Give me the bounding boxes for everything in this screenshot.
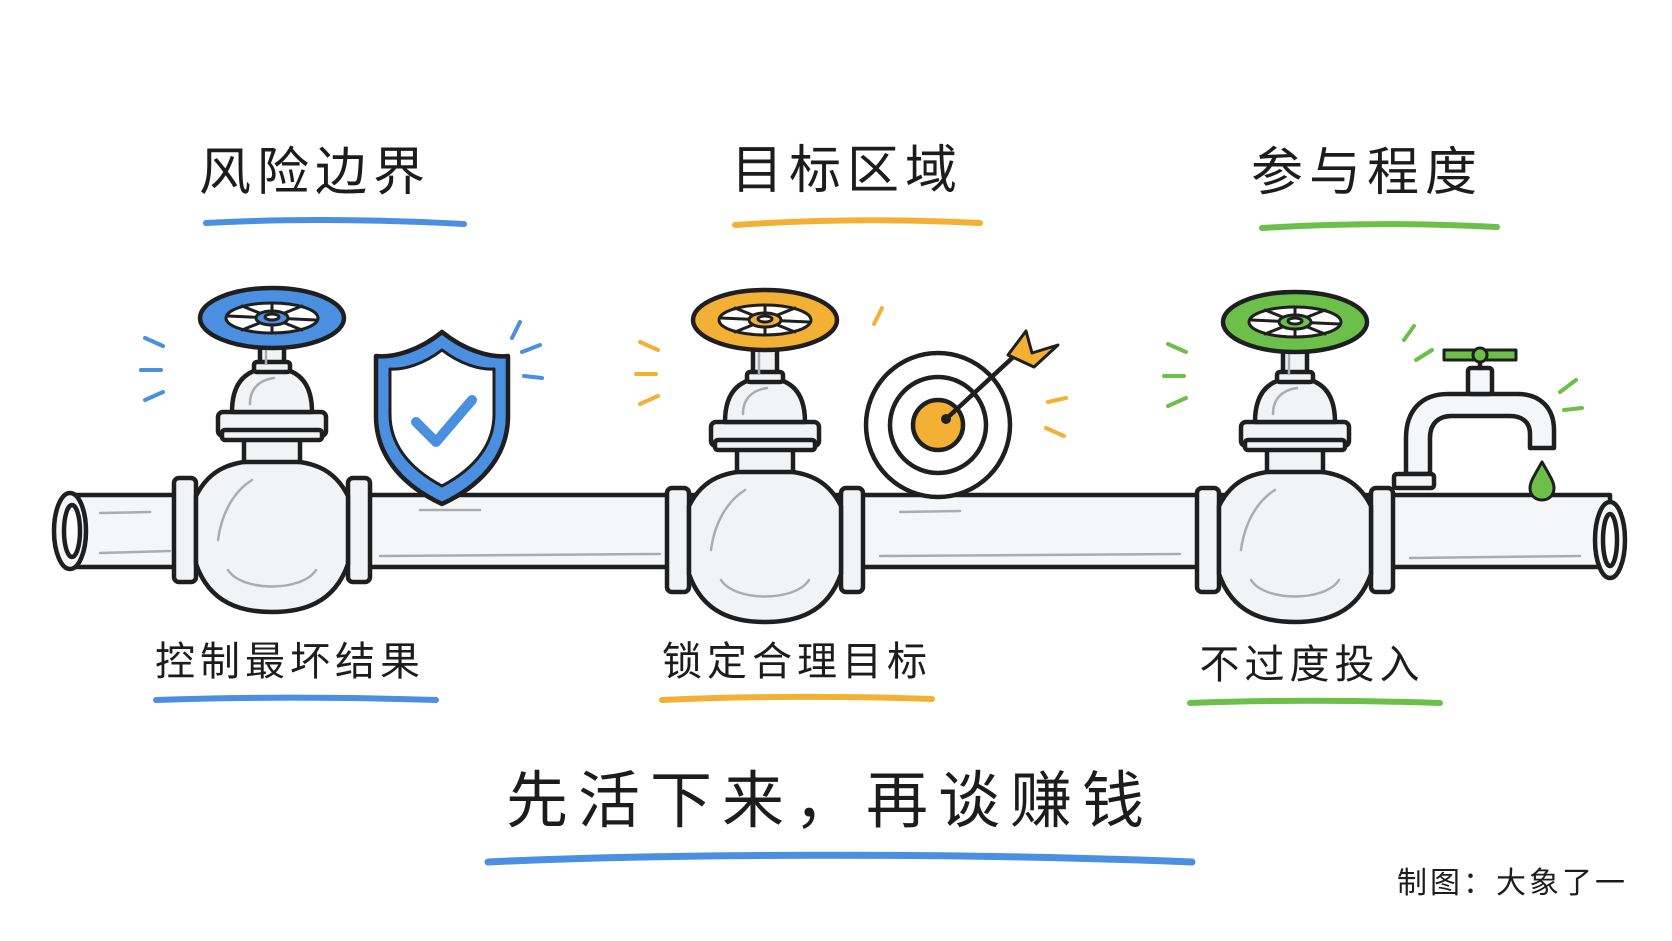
stage-2-valve-icon — [667, 346, 863, 622]
stage-2-title-underline — [732, 217, 983, 228]
stage-3-valve-icon — [1197, 346, 1393, 622]
stage-2-wheel-icon — [693, 290, 837, 350]
stage-1-valve-icon — [174, 336, 370, 612]
stage-2-caption-underline — [659, 693, 935, 703]
stage-1-wheel-icon — [200, 288, 344, 348]
stage-1-caption: 控制最坏结果 — [155, 639, 425, 685]
slogan-underline — [484, 851, 1196, 866]
stage-1-caption-group: 控制最坏结果 — [153, 639, 439, 703]
stage-3-title: 参与程度 — [1251, 143, 1483, 203]
stage-1-title-group: 风险边界 — [199, 143, 467, 227]
stage-3-title-underline — [1259, 221, 1500, 231]
stage-3-title-group: 参与程度 — [1251, 143, 1500, 231]
stage-3-wheel-icon — [1223, 292, 1367, 352]
shield-check-icon — [373, 329, 511, 507]
stage-1-caption-underline — [153, 694, 439, 703]
stage-1-title: 风险边界 — [199, 143, 431, 203]
stage-1-burst-right — [510, 320, 544, 380]
stage-2-title: 目标区域 — [731, 141, 963, 201]
stage-3-caption-underline — [1187, 697, 1443, 706]
stage-2-caption-group: 锁定合理目标 — [659, 639, 935, 703]
stage-1-title-underline — [203, 217, 467, 227]
stage-3-caption: 不过度投入 — [1200, 642, 1425, 688]
stage-2-burst-right — [872, 306, 1068, 438]
stage-1-burst-left — [139, 336, 165, 402]
credit-text: 制图：大象了一 — [1397, 866, 1628, 901]
slogan: 先活下来，再谈赚钱 — [506, 764, 1154, 837]
stage-3-burst-left — [1162, 342, 1188, 408]
stage-2-caption: 锁定合理目标 — [662, 639, 932, 685]
stage-3-caption-group: 不过度投入 — [1187, 642, 1443, 706]
target-arrow-icon — [863, 329, 1060, 500]
stage-3-burst-right — [1402, 324, 1584, 412]
stage-2-burst-left — [634, 340, 660, 406]
stage-2-title-group: 目标区域 — [731, 141, 983, 228]
faucet-drop-icon — [1391, 346, 1557, 502]
